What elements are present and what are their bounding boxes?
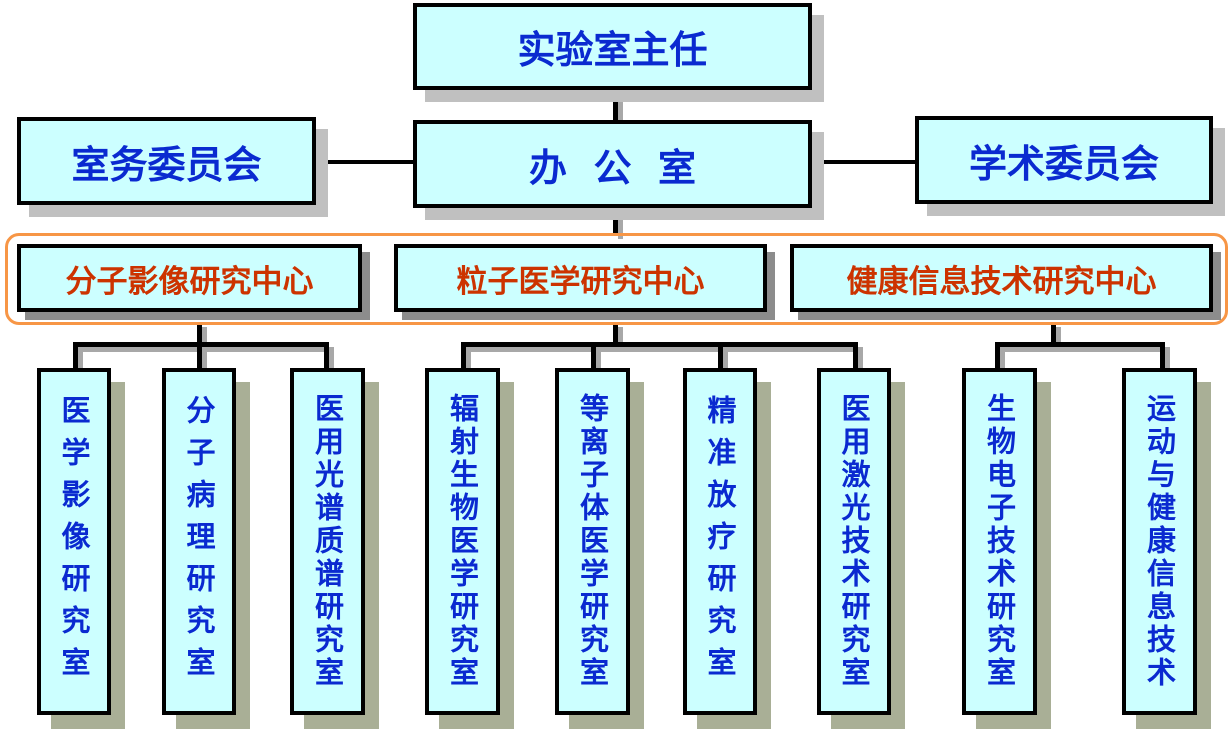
lab-label: 辐射生物医学研究室 [445, 393, 480, 690]
lab-box: 等离子体医学研究室 [555, 368, 630, 715]
academic-committee-label: 学术委员会 [968, 141, 1159, 186]
connector-lab1 [73, 342, 78, 370]
lab-label: 生物电子技术研究室 [982, 393, 1017, 690]
center-molecular-imaging: 分子影像研究中心 [17, 244, 362, 312]
lab-box: 生物电子技术研究室 [962, 368, 1037, 715]
connector-office-centers [613, 208, 618, 234]
lab-box: 精准放疗研究室 [683, 368, 757, 715]
connector-center1-stem [197, 322, 202, 346]
lab-label: 分子病理研究室 [182, 394, 216, 689]
academic-committee-box: 学术委员会 [915, 116, 1213, 204]
lab-box: 分子病理研究室 [162, 368, 236, 715]
director-label: 实验室主任 [517, 28, 708, 72]
office-box: 办 公 室 [413, 120, 812, 208]
connector-director-office [613, 90, 618, 120]
connector-lab9 [1160, 342, 1165, 370]
lab-label: 精准放疗研究室 [703, 394, 737, 689]
office-label: 办 公 室 [529, 145, 696, 190]
connector-lab2 [197, 342, 202, 370]
lab-box: 辐射生物医学研究室 [425, 368, 500, 715]
lab-box: 运动与健康信息技术 [1122, 368, 1197, 715]
affairs-committee-label: 室务委员会 [71, 142, 262, 187]
centers-frame [5, 233, 1228, 325]
center-health-info-tech: 健康信息技术研究中心 [790, 244, 1213, 312]
connector-lab4 [461, 342, 466, 370]
center-label: 分子影像研究中心 [65, 263, 314, 300]
connector-center2-stem [613, 322, 618, 346]
connector-lab3 [324, 342, 329, 370]
connector-lab5 [591, 342, 596, 370]
center-label: 健康信息技术研究中心 [846, 263, 1157, 300]
lab-label: 医用光谱质谱研究室 [310, 393, 345, 690]
lab-box: 医用激光技术研究室 [817, 368, 891, 715]
lab-label: 医学影像研究室 [57, 394, 91, 689]
lab-label: 医用激光技术研究室 [837, 393, 871, 690]
connector-center3-bar [995, 342, 1165, 347]
connector-office-academic [812, 160, 915, 164]
affairs-committee-box: 室务委员会 [17, 117, 316, 205]
center-particle-medicine: 粒子医学研究中心 [394, 244, 767, 312]
lab-box: 医学影像研究室 [37, 368, 111, 715]
connector-lab6 [718, 342, 723, 370]
connector-lab8 [995, 342, 1000, 370]
director-box: 实验室主任 [413, 3, 812, 90]
connector-center3-stem [1051, 322, 1056, 346]
lab-box: 医用光谱质谱研究室 [290, 368, 365, 715]
connector-affairs-office [316, 160, 413, 164]
lab-label: 等离子体医学研究室 [575, 393, 610, 690]
connector-center2-bar [461, 342, 858, 347]
connector-lab7 [853, 342, 858, 370]
center-label: 粒子医学研究中心 [456, 263, 705, 300]
lab-label: 运动与健康信息技术 [1142, 393, 1177, 690]
